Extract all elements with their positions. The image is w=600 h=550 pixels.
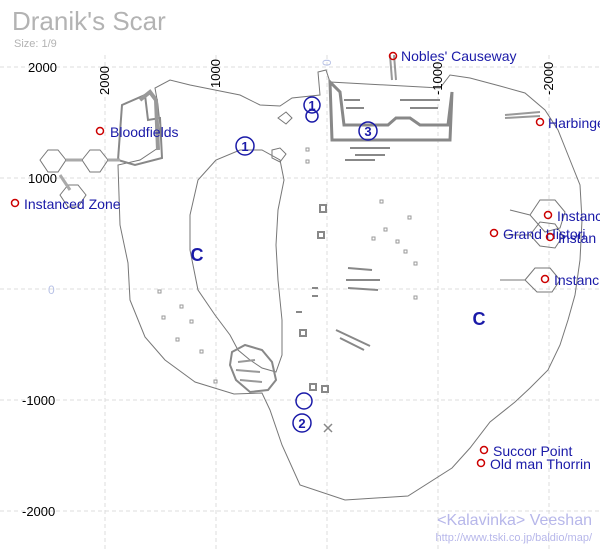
crater-outline bbox=[189, 149, 285, 373]
y-axis-label: -1000 bbox=[22, 393, 55, 408]
poi-harbinger[interactable]: Harbinger bbox=[535, 115, 600, 131]
grid bbox=[0, 55, 600, 550]
marker-c-west[interactable]: C bbox=[191, 245, 204, 265]
y-axis-labels: 2000 1000 0 -1000 -2000 bbox=[22, 60, 57, 519]
marker-label: 1 bbox=[308, 98, 315, 113]
poi-label: Bloodfields bbox=[110, 124, 179, 140]
x-axis-label: 2000 bbox=[97, 66, 112, 95]
poi-marker bbox=[489, 228, 499, 238]
poi-label: Instan bbox=[558, 230, 596, 246]
poi-marker bbox=[476, 458, 486, 468]
ruin-debris bbox=[296, 204, 380, 393]
poi-label: Instanc bbox=[554, 272, 599, 288]
poi-nobles-causeway[interactable]: Nobles' Causeway bbox=[388, 48, 517, 64]
poi-marker bbox=[388, 51, 398, 61]
poi-instanced-right-1[interactable]: Instanc bbox=[543, 208, 600, 224]
poi-label: Succor Point bbox=[493, 443, 572, 459]
x-axis-label: 1000 bbox=[208, 59, 223, 88]
poi-marker bbox=[10, 198, 20, 208]
poi-layer: Nobles' Causeway Bloodfields Harbinger I… bbox=[10, 48, 600, 472]
ruin-dots bbox=[157, 147, 418, 384]
y-axis-label: 2000 bbox=[28, 60, 57, 75]
terrain bbox=[39, 54, 583, 501]
y-axis-label: 0 bbox=[48, 283, 55, 297]
poi-marker bbox=[535, 117, 545, 127]
poi-label: Instanc bbox=[557, 208, 600, 224]
poi-marker bbox=[479, 445, 489, 455]
x-mark bbox=[323, 423, 333, 433]
poi-instanced-zone[interactable]: Instanced Zone bbox=[10, 196, 121, 212]
marker-label: 3 bbox=[364, 124, 371, 139]
zone-boundary bbox=[117, 69, 583, 501]
marker-c-east[interactable]: C bbox=[473, 309, 486, 329]
map-scale: Size: 1/9 bbox=[14, 38, 57, 50]
source-url[interactable]: http://www.tski.co.jp/baldio/map/ bbox=[435, 532, 592, 544]
poi-label: Harbinger bbox=[548, 115, 600, 131]
y-axis-label: 1000 bbox=[28, 171, 57, 186]
marker-1-crater[interactable]: 1 bbox=[235, 136, 255, 156]
x-axis-label: -2000 bbox=[541, 62, 556, 95]
poi-succor-point[interactable]: Succor Point bbox=[479, 443, 573, 459]
poi-marker bbox=[95, 126, 105, 136]
poi-marker bbox=[540, 274, 550, 284]
x-axis-label: 0 bbox=[320, 59, 334, 66]
poi-label: Grand Histori bbox=[503, 226, 585, 242]
poi-marker bbox=[545, 232, 555, 242]
marker-label: 1 bbox=[241, 139, 248, 154]
ruin-left-walls bbox=[116, 93, 164, 167]
author-credit: <Kalavinka> Veeshan bbox=[437, 512, 592, 529]
x-axis-labels: 2000 1000 0 -1000 -2000 bbox=[97, 59, 556, 95]
poi-label: Nobles' Causeway bbox=[401, 48, 517, 64]
castle-walls bbox=[328, 78, 454, 142]
map-title: Dranik's Scar bbox=[12, 6, 166, 36]
marker-2[interactable]: 2 bbox=[292, 392, 313, 433]
poi-grand-historian[interactable]: Grand Histori bbox=[489, 226, 586, 242]
poi-instanced-right-3[interactable]: Instanc bbox=[540, 272, 600, 288]
marker-3[interactable]: 3 bbox=[358, 121, 378, 141]
poi-bloodfields[interactable]: Bloodfields bbox=[95, 124, 179, 140]
poi-label: Old man Thorrin bbox=[490, 456, 591, 472]
y-axis-label: -2000 bbox=[22, 504, 55, 519]
marker-1-castle[interactable]: 1 bbox=[303, 96, 321, 123]
poi-old-man-thorrin[interactable]: Old man Thorrin bbox=[476, 456, 591, 472]
amphitheatre bbox=[228, 343, 278, 394]
poi-instanced-right-2[interactable]: Instan bbox=[545, 230, 597, 246]
markers: 1 1 3 2 C C bbox=[191, 96, 486, 433]
marker-label: 2 bbox=[298, 416, 305, 431]
poi-label: Instanced Zone bbox=[24, 196, 121, 212]
poi-marker bbox=[543, 210, 553, 220]
x-axis-label: -1000 bbox=[430, 62, 445, 95]
